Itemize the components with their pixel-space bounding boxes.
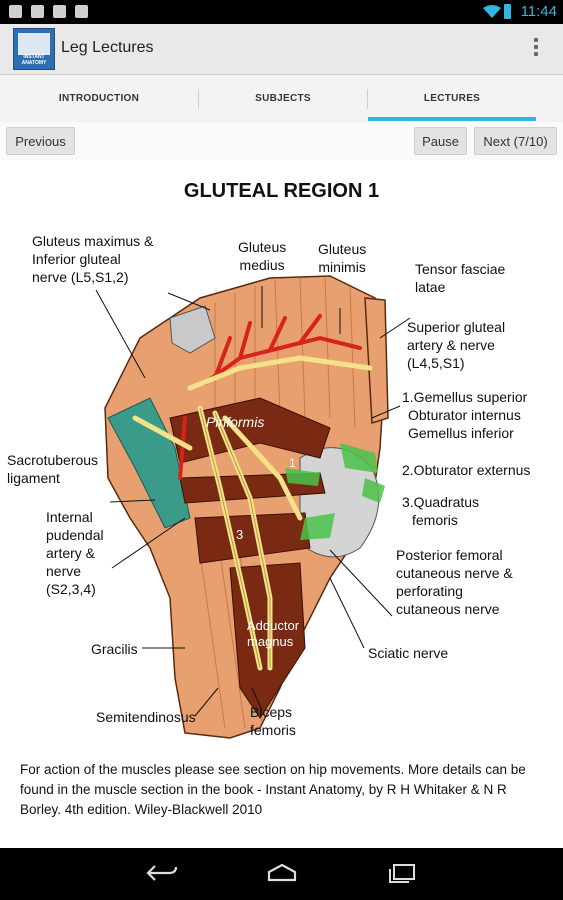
label-posterior-femoral: Posterior femoral cutaneous nerve & perf… bbox=[396, 547, 513, 617]
label-piriformis: Piriformis bbox=[206, 414, 265, 430]
label-gluteus-maximus: Gluteus maximus & Inferior gluteal nerve… bbox=[32, 233, 154, 285]
app-logo-caption: INSTANT ANATOMY bbox=[21, 54, 47, 66]
app-title: Leg Lectures bbox=[61, 39, 154, 56]
lecture-nav: Previous Pause Next (7/10) bbox=[0, 122, 563, 160]
status-clock: 11:44 bbox=[520, 3, 557, 20]
gluteal-diagram: Piriformis Adductor magnus 3 1 Gluteus m… bbox=[0, 218, 563, 778]
diagram-title: GLUTEAL REGION 1 bbox=[183, 180, 380, 202]
label-internal-pudendal: Internal pudendal artery & nerve (S2,3,4… bbox=[46, 509, 104, 597]
label-three: 3 bbox=[236, 527, 244, 542]
tab-lectures[interactable]: LECTURES bbox=[423, 93, 481, 104]
label-sacrotuberous: Sacrotuberous ligament bbox=[7, 452, 99, 486]
status-bar: 11:44 bbox=[0, 0, 563, 24]
notification-icon bbox=[31, 5, 44, 18]
label-superior-gluteal: Superior gluteal artery & nerve (L4,5,S1… bbox=[407, 319, 506, 371]
tab-bar: INTRODUCTION SUBJECTS LECTURES bbox=[0, 75, 563, 123]
tab-subjects[interactable]: SUBJECTS bbox=[255, 93, 311, 104]
label-gemellus: 1.Gemellus superior Obturator internus G… bbox=[402, 389, 528, 441]
label-obturator-externus: 2.Obturator externus bbox=[402, 462, 531, 478]
notification-icon bbox=[75, 5, 88, 18]
label-gluteus-medius: Gluteus medius bbox=[238, 239, 287, 273]
app-logo-icon[interactable]: INSTANT ANATOMY bbox=[13, 28, 55, 70]
previous-button[interactable]: Previous bbox=[6, 127, 75, 155]
battery-icon bbox=[504, 4, 511, 19]
next-button[interactable]: Next (7/10) bbox=[474, 127, 557, 155]
home-icon[interactable] bbox=[265, 862, 299, 884]
overflow-menu-icon[interactable] bbox=[533, 38, 539, 60]
tab-introduction[interactable]: INTRODUCTION bbox=[58, 93, 140, 104]
recent-apps-icon[interactable] bbox=[385, 862, 419, 884]
label-semitendinosus: Semitendinosus bbox=[96, 709, 196, 725]
label-gluteus-minimis: Gluteus minimis bbox=[318, 241, 367, 275]
system-nav-bar bbox=[0, 848, 563, 900]
notification-icon bbox=[53, 5, 66, 18]
lecture-content: GLUTEAL REGION 1 bbox=[0, 160, 563, 848]
action-bar: INSTANT ANATOMY Leg Lectures bbox=[0, 24, 563, 75]
diagram-caption: For action of the muscles please see sec… bbox=[20, 762, 526, 817]
label-sciatic-nerve: Sciatic nerve bbox=[368, 645, 449, 661]
tab-selected-indicator bbox=[368, 117, 536, 121]
label-one: 1 bbox=[289, 456, 296, 470]
wifi-icon bbox=[483, 5, 501, 18]
label-gracilis: Gracilis bbox=[91, 641, 138, 657]
label-biceps-femoris: Biceps femoris bbox=[250, 704, 296, 738]
label-adductor-magnus: Adductor magnus bbox=[247, 618, 300, 649]
back-icon[interactable] bbox=[145, 862, 179, 884]
notification-icon bbox=[9, 5, 22, 18]
anatomy-illustration bbox=[95, 275, 411, 739]
label-quadratus-femoris: 3.Quadratus femoris bbox=[402, 494, 480, 528]
pause-button[interactable]: Pause bbox=[414, 127, 467, 155]
label-tensor-fasciae: Tensor fasciae latae bbox=[415, 261, 506, 295]
